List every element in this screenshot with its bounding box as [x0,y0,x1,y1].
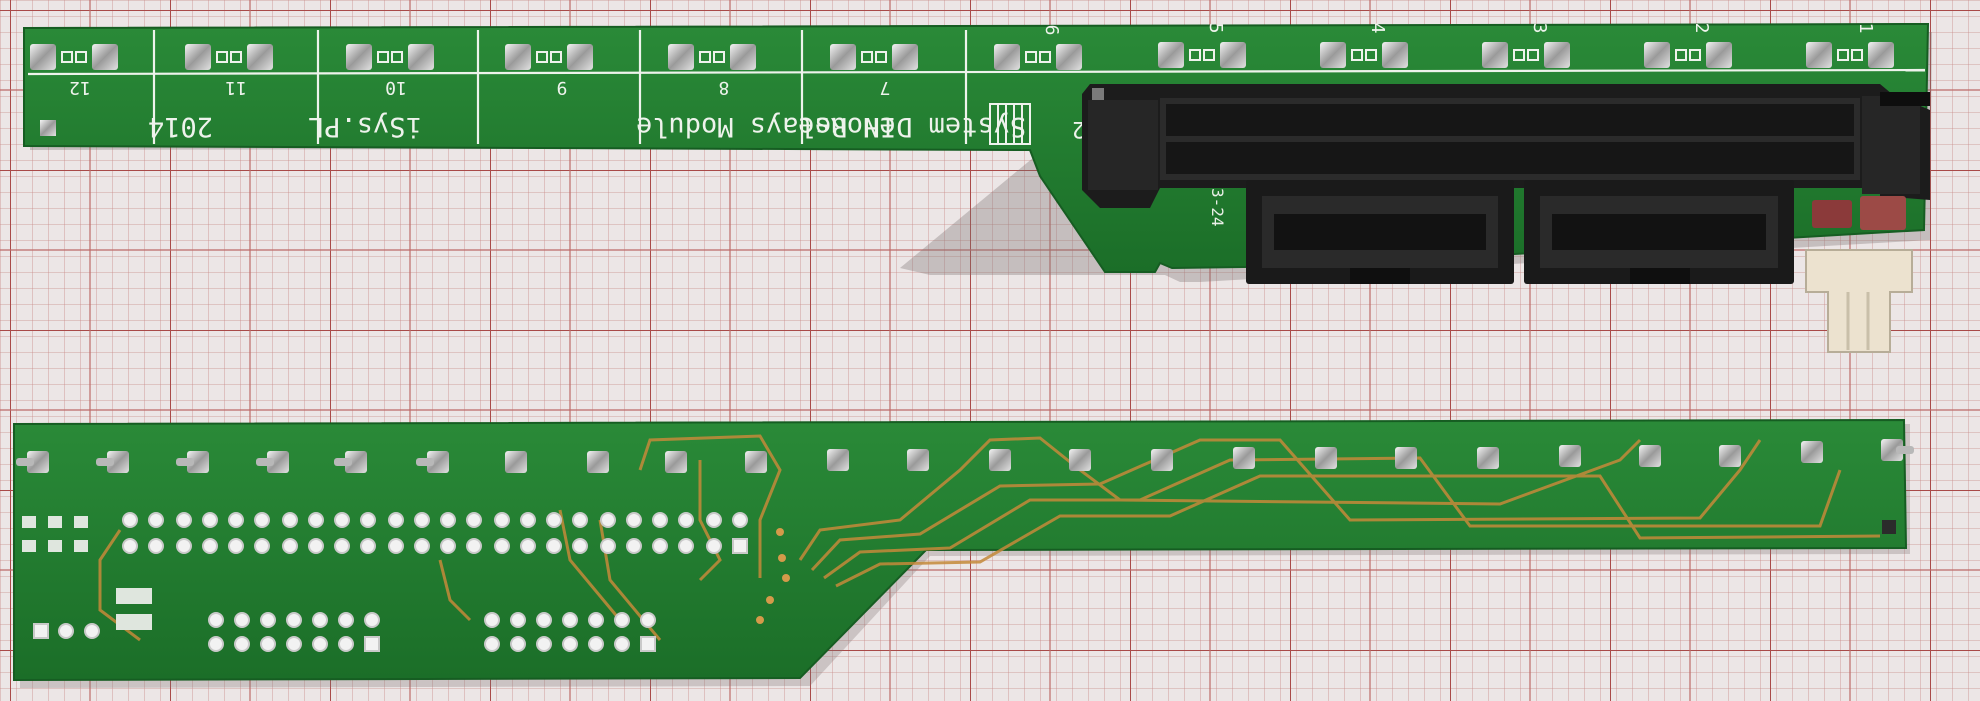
top-board-module-text: eHouse System DIN Relays Module iSys.PL … [148,111,1026,142]
module-text-year: 2014 [148,111,213,142]
top-board-channel-labels: 12 11 10 9 8 7 6 5 4 3 2 1 [69,23,1876,98]
channel-label: 6 [1041,25,1062,36]
channel-label: 12 [69,77,91,98]
channel-label: 10 [385,77,407,98]
channel-label: 9 [557,77,568,98]
top-board: 12 11 10 9 8 7 6 5 4 3 2 1 eHouse System… [23,23,1932,353]
ribbon-connector-left [1246,180,1514,284]
module-text-system-din: System DIN Relays Module [636,111,1026,142]
channel-label: 2 [1691,23,1712,34]
bottom-board-through-holes [33,512,748,652]
bottom-board [13,418,1914,688]
channel-label: 5 [1205,23,1226,34]
channel-label: 11 [225,77,247,98]
channel-label: 7 [880,77,891,98]
power-header [1805,249,1913,353]
bottom-board-smd-pads [22,516,1896,630]
channel-label: 8 [719,77,730,98]
ribbon-connector-large [1082,84,1930,208]
channel-label: 4 [1367,23,1388,34]
pin-label-side: 3-24 [1208,188,1227,227]
module-text-ehouse: eHouse [798,111,896,142]
top-board-channel-pads [30,42,1894,70]
channel-label: 3 [1529,23,1550,34]
bottom-board-terminal-pins [16,439,1914,473]
ribbon-connector-right [1524,180,1794,284]
channel-label: 1 [1855,23,1876,34]
module-text-isys: iSys.PL [308,111,422,142]
